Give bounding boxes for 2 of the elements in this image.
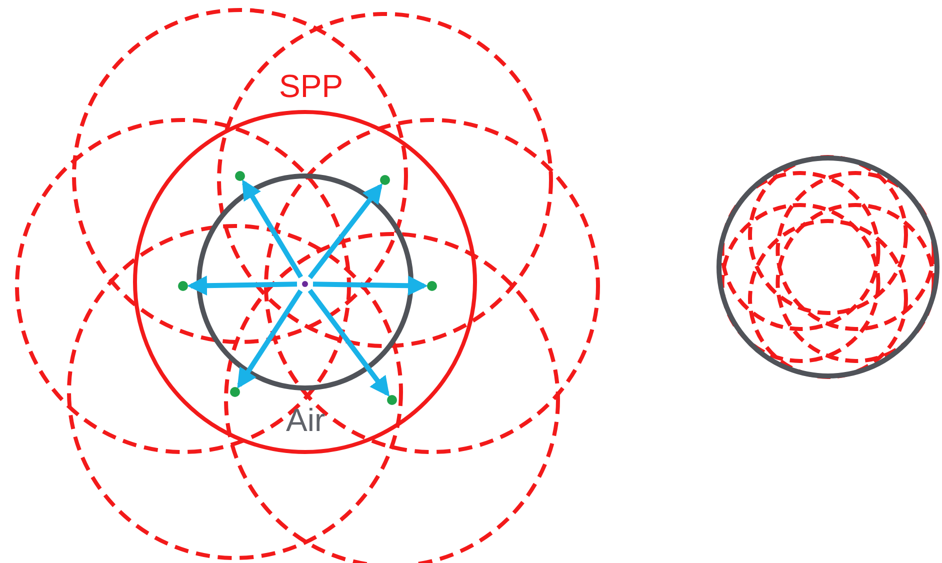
text-label: SPP	[279, 70, 344, 102]
text-label: Air	[286, 404, 326, 436]
